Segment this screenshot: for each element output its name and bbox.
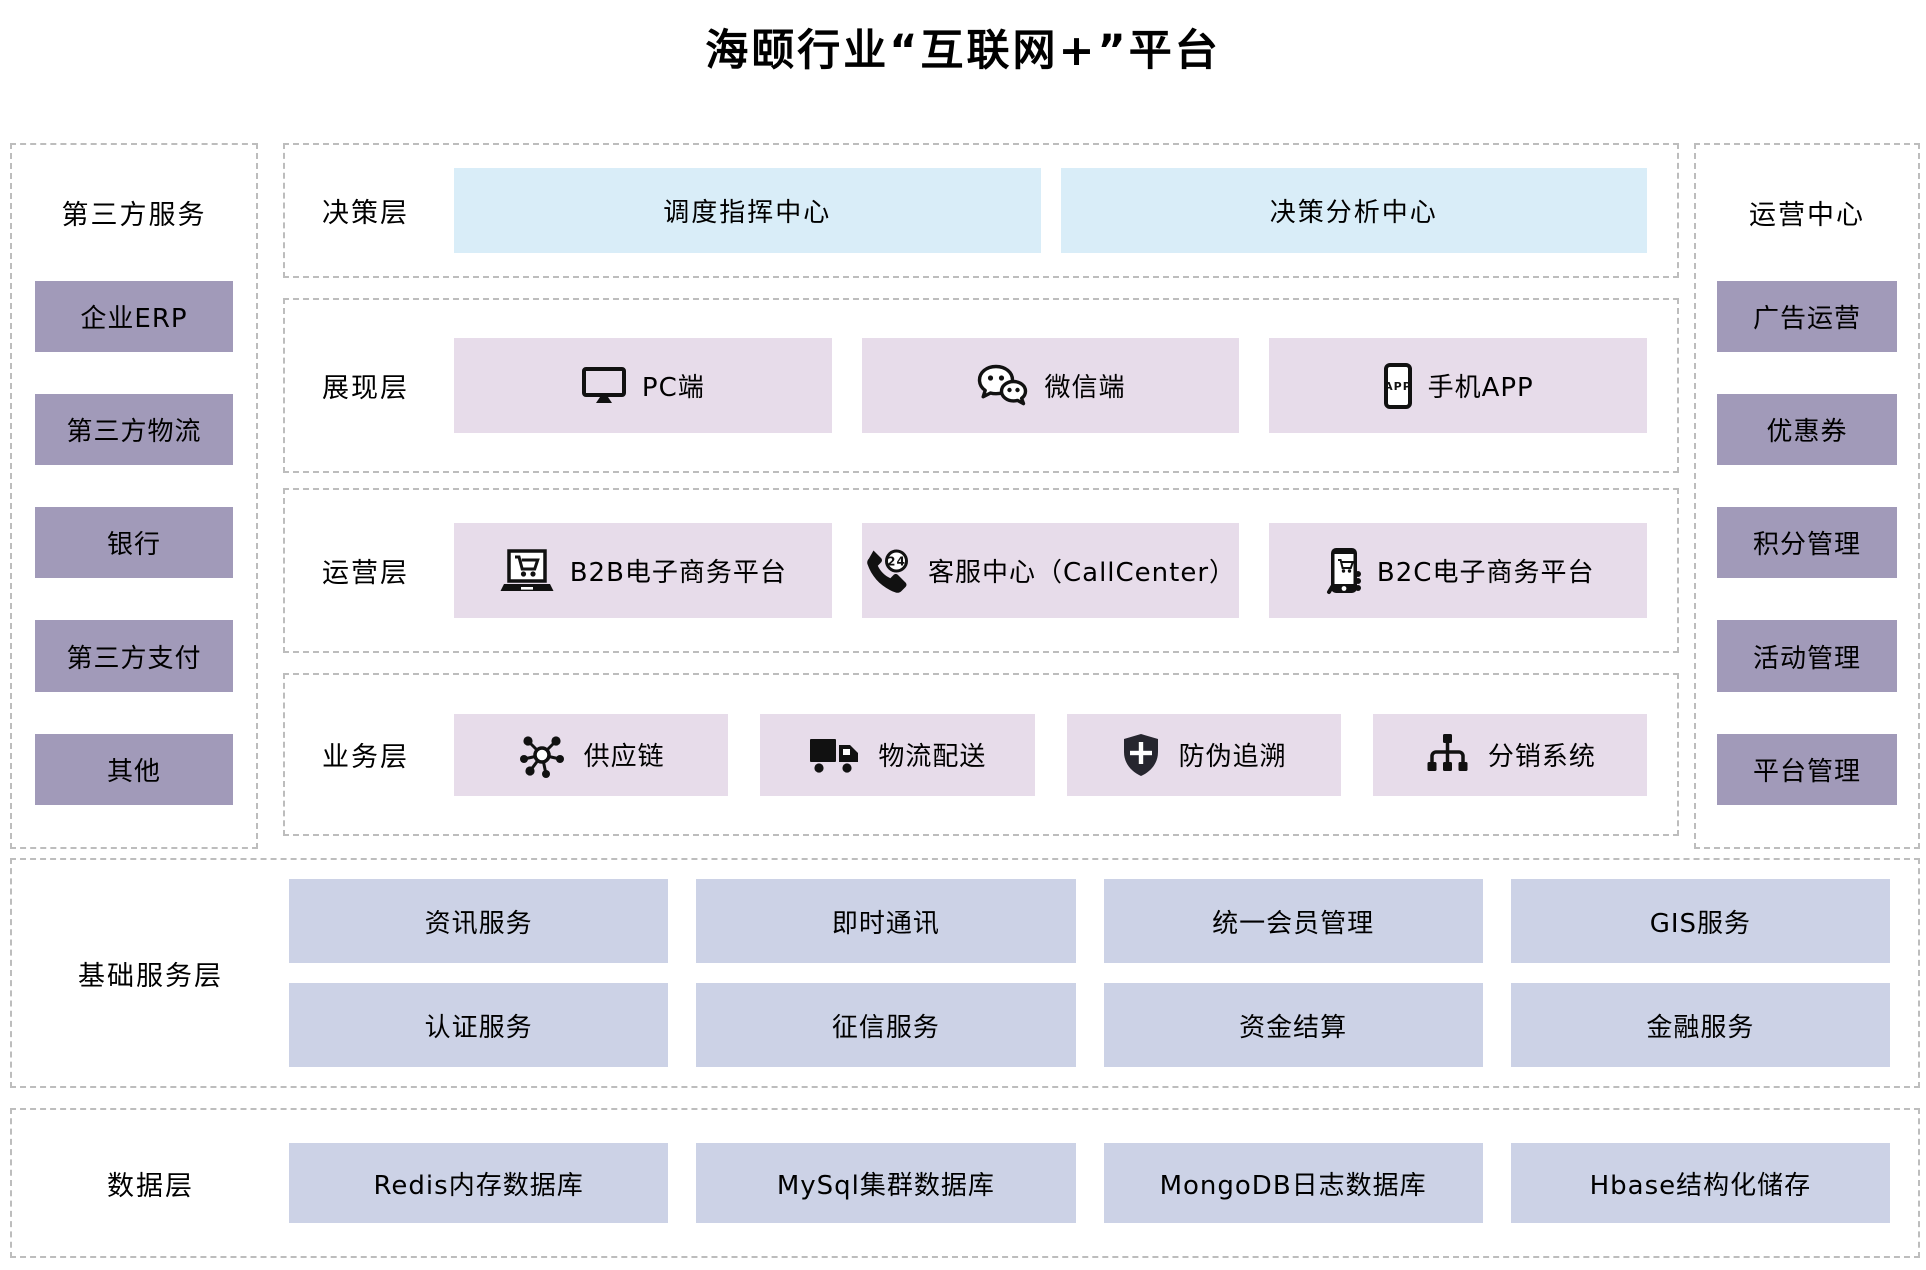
business-layer-items: 供应链 物流配送 (454, 713, 1647, 796)
instant-messaging-box: 即时通讯 (696, 879, 1076, 963)
supply-chain-box: 供应链 (454, 713, 729, 796)
operation-center-panel: 运营中心 广告运营 优惠券 积分管理 活动管理 平台管理 (1694, 143, 1920, 849)
mobile-app-label: 手机APP (1427, 373, 1534, 403)
operation-item-activity: 活动管理 (1717, 620, 1897, 692)
base-service-layer-label: 基础服务层 (78, 960, 223, 992)
fund-settlement-box: 资金结算 (1103, 983, 1483, 1067)
wechat-client-label: 微信端 (1044, 373, 1126, 403)
info-service-box: 资讯服务 (289, 879, 669, 963)
b2c-platform-box: B2C电子商务平台 (1269, 523, 1648, 618)
decision-layer-items: 调度指挥中心 决策分析中心 (454, 168, 1647, 253)
supply-chain-icon (518, 731, 566, 779)
callcenter-24-icon: 24 (865, 548, 913, 594)
data-layer-grid: Redis内存数据库 MySql集群数据库 MongoDB日志数据库 Hbase… (289, 1143, 1890, 1223)
data-layer: 数据层 Redis内存数据库 MySql集群数据库 MongoDB日志数据库 H… (10, 1108, 1920, 1258)
logistics-delivery-box: 物流配送 (760, 713, 1035, 796)
laptop-cart-icon (499, 548, 555, 594)
hbase-db-box: Hbase结构化储存 (1510, 1143, 1890, 1223)
call-center-box: 24 客服中心（CallCenter） (861, 523, 1240, 618)
monitor-icon (581, 366, 627, 406)
auth-service-box: 认证服务 (289, 983, 669, 1067)
wechat-client-box: 微信端 (861, 338, 1240, 433)
operation-item-ads: 广告运营 (1717, 280, 1897, 352)
b2b-platform-label: B2B电子商务平台 (569, 558, 787, 588)
operation-layer: 运营层 B2B电子商务平台 (283, 488, 1679, 653)
decision-layer-label: 决策层 (322, 198, 409, 229)
b2b-platform-box: B2B电子商务平台 (454, 523, 832, 618)
dispatch-command-center-box: 调度指挥中心 (454, 168, 1041, 253)
mobile-app-box: APP 手机APP (1269, 338, 1648, 433)
call-center-label: 客服中心（CallCenter） (927, 558, 1237, 588)
third-party-header: 第三方服务 (61, 200, 207, 232)
operation-center-header: 运营中心 (1749, 200, 1865, 232)
anti-counterfeit-box: 防伪追溯 (1066, 713, 1341, 796)
delivery-truck-icon (808, 734, 860, 776)
data-layer-label: 数据层 (107, 1170, 194, 1202)
redis-db-box: Redis内存数据库 (289, 1143, 669, 1223)
base-service-layer: 基础服务层 资讯服务 即时通讯 统一会员管理 GIS服务 认证服务 征信服务 资… (10, 858, 1920, 1088)
pc-client-box: PC端 (454, 338, 832, 433)
gis-service-box: GIS服务 (1510, 879, 1890, 963)
pc-client-label: PC端 (641, 373, 705, 403)
third-party-item-other: 其他 (35, 733, 233, 806)
base-service-grid: 资讯服务 即时通讯 统一会员管理 GIS服务 认证服务 征信服务 资金结算 金融… (289, 879, 1890, 1067)
distribution-tree-icon (1424, 733, 1470, 777)
anti-counterfeit-label: 防伪追溯 (1178, 742, 1287, 772)
business-layer: 业务层 (283, 673, 1679, 836)
svg-text:APP: APP (1384, 380, 1412, 393)
operation-layer-label: 运营层 (322, 558, 409, 589)
supply-chain-label: 供应链 (583, 742, 665, 772)
mobile-shopping-icon (1322, 546, 1362, 596)
operation-item-platform: 平台管理 (1717, 733, 1897, 806)
presentation-layer-label: 展现层 (322, 373, 409, 404)
wechat-icon (976, 363, 1030, 409)
operation-item-coupon: 优惠券 (1717, 393, 1897, 466)
distribution-system-label: 分销系统 (1487, 742, 1596, 772)
third-party-item-logistics: 第三方物流 (35, 393, 233, 466)
shield-icon (1121, 732, 1161, 778)
operation-layer-items: B2B电子商务平台 24 客服中心（CallCenter） (454, 523, 1648, 618)
business-layer-label: 业务层 (322, 742, 409, 773)
presentation-layer-items: PC端 微信端 (454, 338, 1648, 433)
decision-layer: 决策层 调度指挥中心 决策分析中心 (283, 143, 1679, 278)
svg-text:24: 24 (887, 554, 906, 568)
third-party-panel: 第三方服务 企业ERP 第三方物流 银行 第三方支付 其他 (10, 143, 258, 849)
third-party-item-bank: 银行 (35, 507, 233, 579)
third-party-item-payment: 第三方支付 (35, 620, 233, 692)
presentation-layer: 展现层 PC端 (283, 298, 1679, 473)
operation-item-points: 积分管理 (1717, 507, 1897, 579)
mobile-app-icon: APP (1383, 362, 1413, 410)
mongodb-db-box: MongoDB日志数据库 (1103, 1143, 1483, 1223)
b2c-platform-label: B2C电子商务平台 (1376, 558, 1595, 588)
third-party-item-erp: 企业ERP (35, 280, 233, 352)
decision-analysis-center-box: 决策分析中心 (1060, 168, 1647, 253)
mysql-db-box: MySql集群数据库 (696, 1143, 1076, 1223)
distribution-system-box: 分销系统 (1372, 713, 1647, 796)
page-title: 海颐行业“互联网+”平台 (705, 26, 1221, 76)
logistics-delivery-label: 物流配送 (878, 742, 987, 772)
finance-service-box: 金融服务 (1510, 983, 1890, 1067)
credit-service-box: 征信服务 (696, 983, 1076, 1067)
unified-member-box: 统一会员管理 (1103, 879, 1483, 963)
